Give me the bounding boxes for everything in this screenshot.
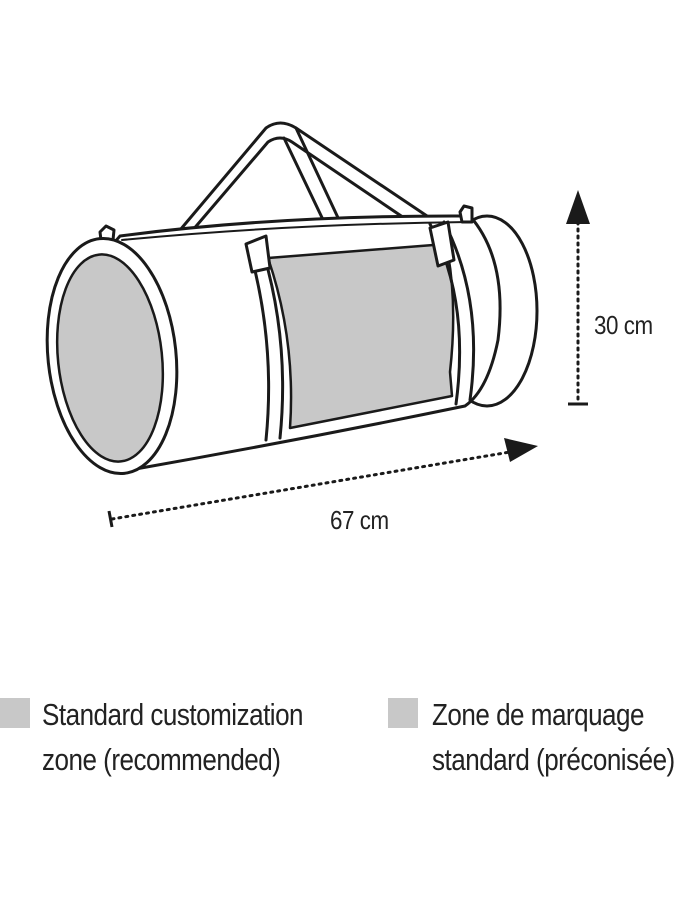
length-label: 67 cm [330, 505, 389, 535]
length-arrow [107, 438, 538, 528]
legend-item-french: Zone de marquage standard (préconisée) [388, 692, 700, 782]
height-arrow-head [566, 190, 590, 224]
legend-english-line2: zone (recommended) [42, 742, 281, 777]
height-label: 30 cm [594, 310, 653, 340]
legend-french-line2: standard (préconisée) [432, 742, 675, 777]
legend-item-english: Standard customization zone (recommended… [0, 692, 353, 782]
legend-swatch [0, 698, 30, 728]
length-arrow-tail [107, 510, 114, 528]
legend-english-line1: Standard customization [42, 697, 304, 732]
duffel-bag-icon [45, 121, 539, 476]
left-end-print-zone [55, 253, 165, 463]
handle-strap-inner [184, 136, 418, 240]
front-print-zone [266, 242, 455, 430]
legend-swatch [388, 698, 418, 728]
length-arrow-head [504, 438, 538, 462]
height-arrow [566, 190, 590, 406]
legend-text-english: Standard customization zone (recommended… [42, 692, 304, 782]
end-tab-right [458, 204, 474, 224]
handle-back-strap [282, 126, 342, 228]
length-arrow-line [110, 450, 512, 521]
strap-buckle-right [428, 220, 456, 268]
strap-buckle-left [244, 234, 272, 274]
legend-text-french: Zone de marquage standard (préconisée) [432, 692, 675, 782]
duffel-bag-diagram [45, 121, 590, 528]
zipper-line [121, 221, 469, 241]
legend-french-line1: Zone de marquage [432, 697, 644, 732]
